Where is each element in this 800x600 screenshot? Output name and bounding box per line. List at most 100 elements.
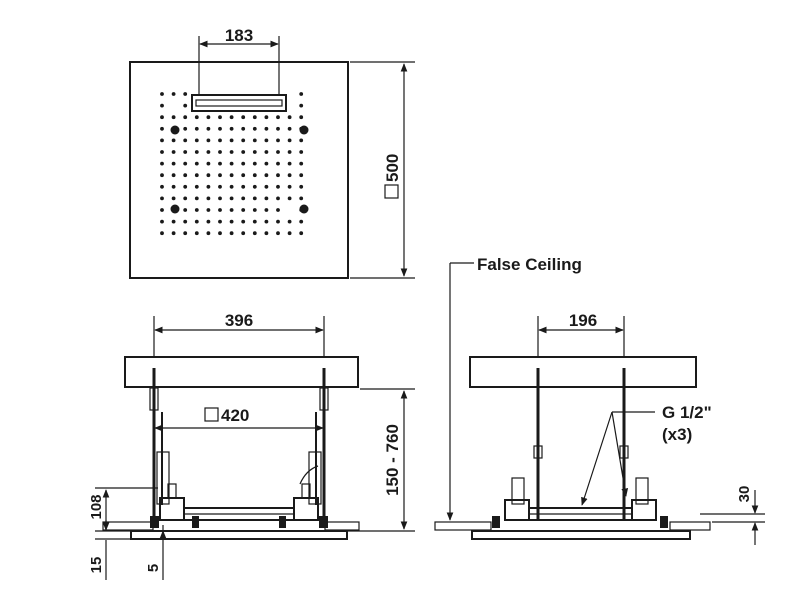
nozzle-dot bbox=[194, 138, 199, 143]
top-view: 183 500 bbox=[129, 26, 415, 279]
mounting-frame bbox=[150, 451, 328, 528]
nozzle-dot bbox=[229, 231, 234, 236]
nozzle-dot bbox=[264, 208, 269, 212]
dimension-396: 396 bbox=[153, 311, 325, 358]
nozzle-dot bbox=[160, 184, 164, 189]
nozzle-dot bbox=[241, 173, 246, 178]
false-ceiling-callout: False Ceiling bbox=[446, 255, 582, 521]
nozzle-dot bbox=[264, 173, 269, 178]
nozzle-dot bbox=[276, 196, 280, 201]
nozzle-dot bbox=[160, 138, 164, 143]
nozzle-dot bbox=[194, 184, 199, 189]
dimension-150-760-label: 150 - 760 bbox=[383, 424, 402, 496]
dimension-108-label: 108 bbox=[88, 494, 105, 519]
nozzle-dot bbox=[276, 126, 280, 131]
dimension-420-label: 420 bbox=[221, 406, 249, 425]
support-rods bbox=[149, 368, 329, 520]
square-symbol-icon bbox=[384, 184, 399, 199]
nozzle-dot bbox=[276, 138, 280, 143]
nozzle-dot bbox=[206, 173, 211, 178]
nozzle-dot bbox=[171, 173, 176, 178]
nozzle-dot bbox=[299, 173, 304, 178]
nozzle-dot bbox=[264, 219, 269, 224]
dimension-500-label: 500 bbox=[383, 154, 402, 182]
dimension-196-label: 196 bbox=[569, 311, 597, 330]
nozzle-dot bbox=[241, 184, 246, 189]
mounting-frame bbox=[492, 477, 668, 528]
nozzle-dot bbox=[160, 173, 164, 178]
light-spot bbox=[299, 125, 309, 135]
nozzle-dot bbox=[241, 150, 246, 154]
nozzle-dot bbox=[264, 126, 269, 131]
nozzle-dot bbox=[299, 184, 304, 189]
connection-label: G 1/2" bbox=[662, 403, 712, 422]
nozzle-dot bbox=[160, 219, 164, 224]
nozzle-dot bbox=[171, 138, 176, 143]
nozzle-dot bbox=[252, 138, 257, 143]
nozzle-dot bbox=[206, 231, 211, 236]
nozzle-dot bbox=[299, 115, 304, 120]
nozzle-dot bbox=[264, 184, 269, 189]
false-ceiling-left bbox=[434, 521, 492, 531]
nozzle-dot bbox=[287, 150, 292, 154]
nozzle-dot bbox=[299, 196, 304, 201]
dimension-150-760: 150 - 760 bbox=[348, 388, 415, 532]
nozzle-dot bbox=[183, 173, 188, 178]
nozzle-dot bbox=[276, 150, 280, 154]
nozzle-dot bbox=[183, 161, 188, 166]
nozzle-dot bbox=[183, 208, 188, 212]
nozzle-dot bbox=[183, 103, 188, 108]
nozzle-dot bbox=[229, 138, 234, 143]
nozzle-dot bbox=[299, 92, 304, 96]
light-spot bbox=[170, 125, 180, 135]
nozzle-dot bbox=[183, 115, 188, 120]
nozzle-dot bbox=[252, 231, 257, 236]
nozzle-dot bbox=[218, 219, 222, 224]
nozzle-dot bbox=[229, 219, 234, 224]
nozzle-dot bbox=[171, 115, 176, 120]
nozzle-dot bbox=[206, 126, 211, 131]
nozzle-dot bbox=[299, 219, 304, 224]
nozzle-dot bbox=[241, 196, 246, 201]
nozzle-dot bbox=[287, 219, 292, 224]
false-ceiling-label: False Ceiling bbox=[477, 255, 582, 274]
ceiling-slab bbox=[469, 356, 697, 388]
nozzle-dot bbox=[252, 115, 257, 120]
nozzle-dot bbox=[218, 138, 222, 143]
nozzle-dot bbox=[241, 115, 246, 120]
nozzle-dot bbox=[206, 161, 211, 166]
nozzle-dot bbox=[299, 150, 304, 154]
support-rods bbox=[533, 368, 629, 520]
nozzle-dot bbox=[194, 173, 199, 178]
nozzle-dot bbox=[229, 126, 234, 131]
nozzle-dot bbox=[218, 196, 222, 201]
nozzle-dot bbox=[287, 161, 292, 166]
nozzle-dot bbox=[218, 161, 222, 166]
nozzle-dot bbox=[183, 126, 188, 131]
nozzle-dot bbox=[252, 126, 257, 131]
nozzle-dot bbox=[252, 161, 257, 166]
false-ceiling-right bbox=[669, 521, 711, 531]
nozzle-dot bbox=[264, 150, 269, 154]
nozzle-dot bbox=[229, 115, 234, 120]
nozzle-dot bbox=[171, 219, 176, 224]
nozzle-dot bbox=[171, 184, 176, 189]
dimension-500: 500 bbox=[350, 61, 415, 279]
nozzle-dot bbox=[287, 126, 292, 131]
nozzle-dot bbox=[252, 184, 257, 189]
nozzle-dot bbox=[206, 208, 211, 212]
nozzle-dot bbox=[241, 126, 246, 131]
nozzle-dot bbox=[194, 150, 199, 154]
false-ceiling-right bbox=[324, 521, 360, 531]
nozzle-dot bbox=[252, 196, 257, 201]
nozzle-dot bbox=[252, 219, 257, 224]
nozzle-dot bbox=[160, 196, 164, 201]
nozzle-dot bbox=[241, 138, 246, 143]
nozzle-dot bbox=[276, 208, 280, 212]
nozzle-dot bbox=[276, 219, 280, 224]
nozzle-dot bbox=[183, 150, 188, 154]
nozzle-dot bbox=[194, 219, 199, 224]
nozzle-dot bbox=[160, 115, 164, 120]
nozzle-dot bbox=[194, 208, 199, 212]
nozzle-dot bbox=[229, 150, 234, 154]
